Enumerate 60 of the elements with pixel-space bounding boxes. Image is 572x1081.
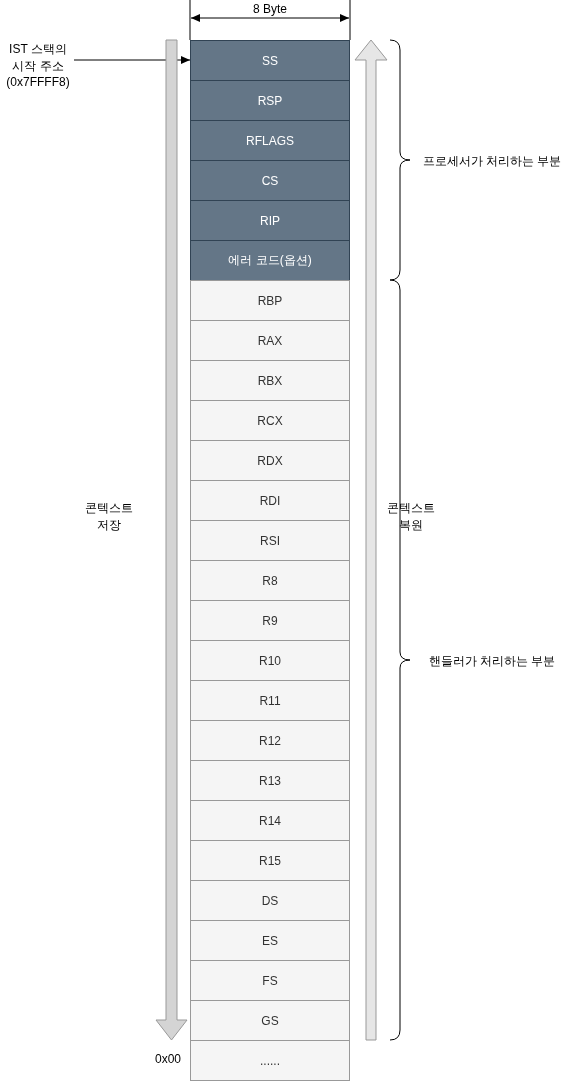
stack-slot (190, 40, 350, 81)
stack-slot (190, 520, 350, 561)
register-name: RSI (260, 533, 280, 548)
register-name: ES (262, 933, 278, 948)
register-name: RIP (260, 213, 280, 228)
stack-slot (190, 440, 350, 481)
register-name: RFLAGS (246, 133, 294, 148)
stack-slot (190, 720, 350, 761)
stack-slot (190, 680, 350, 721)
bracket-label: 프로세서가 처리하는 부분 (422, 154, 562, 168)
register-name: SS (262, 53, 278, 68)
register-name: R9 (262, 613, 278, 628)
register-name: FS (262, 973, 278, 988)
register-name: R10 (259, 653, 281, 668)
address-note: IST 스택의 시작 주소 (0x7FFFF8) (5, 41, 71, 89)
stack-slot (190, 320, 350, 361)
stack-slot (190, 400, 350, 441)
register-name: R13 (259, 773, 281, 788)
direction-label: 콘텍스트 저장 (85, 501, 133, 532)
stack-slot (190, 160, 350, 201)
stack-slot (190, 360, 350, 401)
register-name: R12 (259, 733, 281, 748)
register-name: ...... (260, 1053, 280, 1068)
arrow (73, 56, 191, 64)
stack-slot (190, 1040, 350, 1081)
stack-slot (190, 200, 350, 241)
register-name: 에러 코드(옵션) (228, 252, 312, 269)
stack-slot (190, 240, 350, 281)
stack-slot (190, 760, 350, 801)
direction-label: 콘텍스트 복원 (387, 501, 435, 532)
stack-slot (190, 800, 350, 841)
stack-slot (190, 120, 350, 161)
stack-slot (190, 480, 350, 521)
register-name: RDI (259, 493, 281, 508)
stack-slot (190, 960, 350, 1001)
register-name: R15 (259, 853, 281, 868)
register-name: RBX (257, 373, 283, 388)
register-name: RBP (257, 293, 283, 308)
register-name: R11 (259, 693, 281, 708)
stack-slot (190, 560, 350, 601)
address-label: 0x00 (155, 1052, 181, 1066)
stack-slot (190, 880, 350, 921)
stack-slot (190, 920, 350, 961)
register-name: GS (261, 1013, 279, 1028)
dimension-label: 8 Byte (253, 2, 287, 16)
bracket-label: 핸들러가 처리하는 부분 (428, 654, 556, 668)
register-name: RCX (257, 413, 283, 428)
register-name: RSP (257, 93, 283, 108)
register-name: RDX (257, 453, 283, 468)
stack-slot (190, 80, 350, 121)
stack-slot (190, 1000, 350, 1041)
stack-slot (190, 280, 350, 321)
register-name: R14 (259, 813, 281, 828)
stack-slot (190, 600, 350, 641)
register-name: R8 (262, 573, 278, 588)
stack-slot (190, 840, 350, 881)
register-name: CS (261, 173, 279, 188)
stack-slot (190, 640, 350, 681)
register-name: RAX (257, 333, 283, 348)
register-name: DS (261, 893, 279, 908)
